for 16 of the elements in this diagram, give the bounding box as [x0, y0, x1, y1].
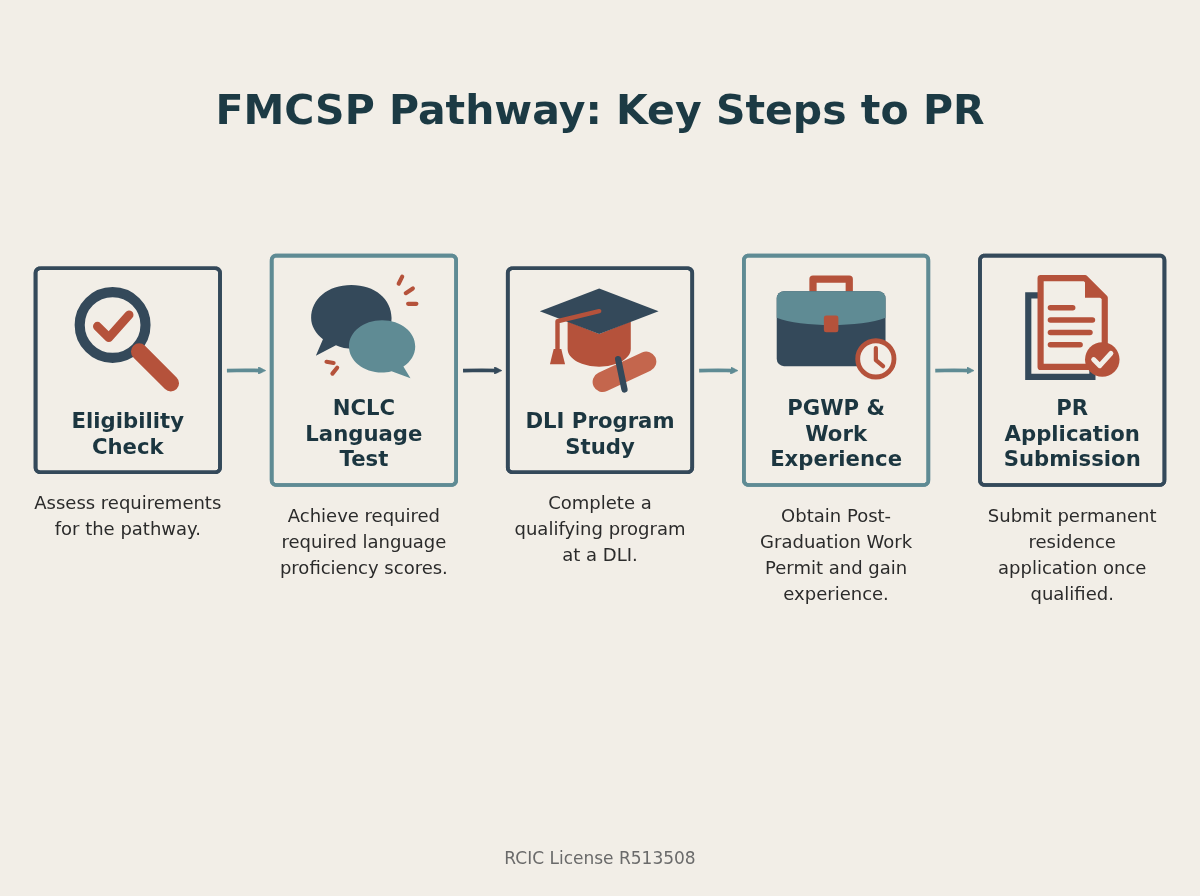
- step-description: Assess requirements for the pathway.: [33, 491, 223, 542]
- step-title: NCLC Language Test: [304, 395, 424, 473]
- step-title: DLI Program Study: [524, 408, 676, 460]
- step-description: Complete a qualifying program at a DLI.: [513, 491, 687, 568]
- step-title: PR Application Submission: [1002, 395, 1142, 473]
- step-description: Achieve required required language proficiency scores.: [278, 503, 449, 581]
- footer-note: RCIC License R513508: [504, 848, 696, 868]
- arrow: [463, 366, 503, 375]
- step-description: Obtain Post-Graduation Work Permit and gain experience.: [759, 503, 914, 607]
- step-description: Submit permanent residence application once qualified.: [986, 503, 1158, 607]
- step-title: PGWP & Work Experience: [769, 395, 904, 473]
- step-title: Eligibility Check: [70, 408, 185, 460]
- diagram-title: FMCSP Pathway: Key Steps to PR: [215, 86, 985, 134]
- arrow: [699, 366, 739, 375]
- arrow: [935, 366, 975, 375]
- arrow: [226, 366, 267, 375]
